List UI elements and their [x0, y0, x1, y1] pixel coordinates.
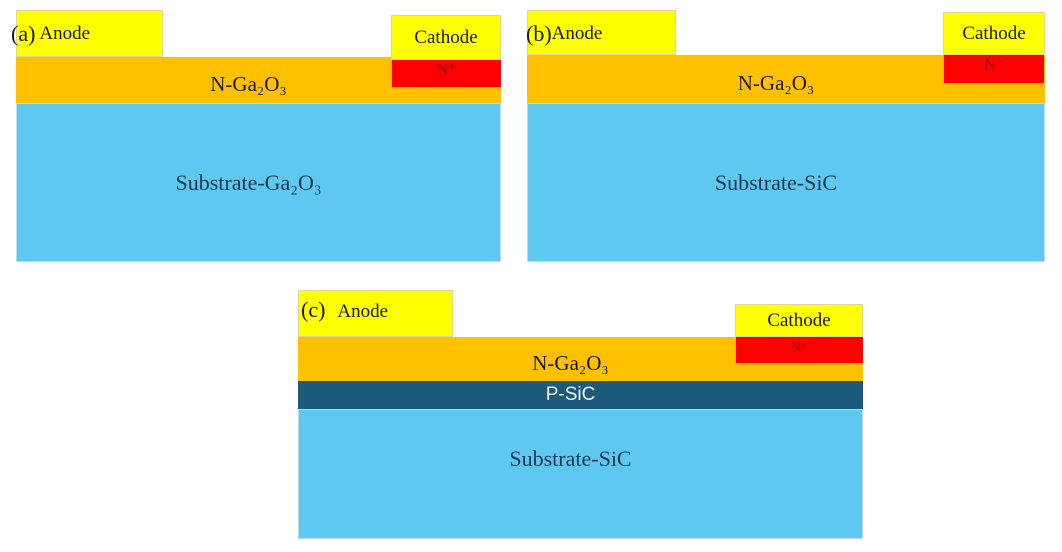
- n-plus-region: N⁺: [944, 55, 1044, 83]
- cathode-contact: Cathode: [391, 15, 501, 60]
- substrate-label: Substrate-SiC: [714, 169, 838, 195]
- anode-contact: (c) Anode: [298, 290, 453, 337]
- n-plus-label: N⁺: [792, 340, 807, 354]
- n-plus-label: N⁺: [437, 62, 456, 78]
- n-layer-label: N-Ga₂O₃: [532, 351, 609, 375]
- n-layer-label: N-Ga₂O₃: [210, 72, 287, 96]
- cathode-contact: Cathode: [943, 12, 1045, 55]
- cathode-label: Cathode: [414, 26, 478, 48]
- substrate-layer: Substrate-SiC: [298, 409, 863, 539]
- anode-contact: (a) Anode: [11, 10, 163, 57]
- n-plus-region: N⁺: [392, 60, 501, 87]
- substrate-label: Substrate-Ga₂O₃: [175, 169, 322, 195]
- p-sic-layer: P-SiC: [298, 381, 863, 409]
- substrate-layer: Substrate-Ga₂O₃: [16, 103, 501, 262]
- p-sic-label: P-SiC: [545, 384, 596, 405]
- cathode-label: Cathode: [962, 22, 1026, 44]
- substrate-label: Substrate-SiC: [509, 446, 632, 471]
- cathode-label: Cathode: [767, 309, 831, 331]
- panel-tag: (c): [301, 297, 326, 322]
- anode-label: Anode: [551, 23, 603, 44]
- anode-contact: (b) Anode: [526, 10, 676, 55]
- n-layer-label: N-Ga₂O₃: [737, 71, 815, 95]
- cathode-contact: Cathode: [735, 304, 863, 337]
- n-plus-label: N⁺: [984, 57, 1004, 73]
- substrate-layer: Substrate-SiC: [527, 103, 1045, 262]
- n-plus-region: N⁺: [736, 337, 863, 363]
- panel-tag: (a): [11, 21, 36, 46]
- anode-label: Anode: [337, 301, 389, 322]
- panel-tag: (b): [526, 21, 552, 46]
- anode-label: Anode: [39, 23, 91, 44]
